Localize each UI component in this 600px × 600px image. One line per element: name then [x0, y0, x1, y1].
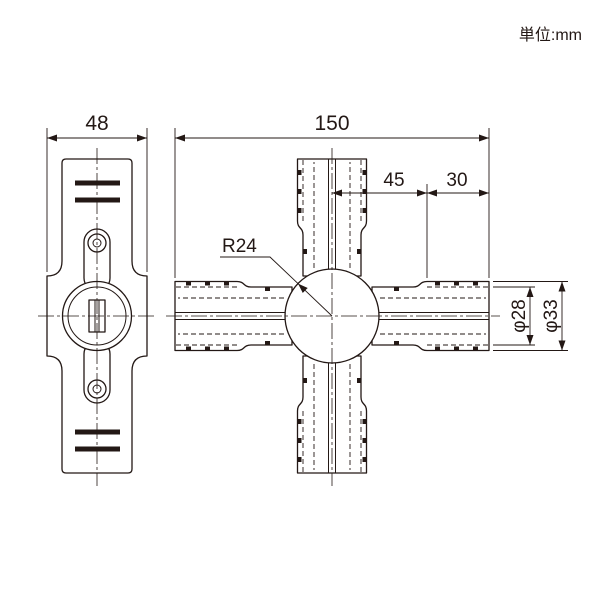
hub-radius-leader-tail — [220, 256, 299, 284]
overall-dimension-label: 150 — [314, 112, 349, 135]
hub-radius-label: R24 — [222, 236, 257, 257]
front-view: 150 45 30 R24 φ28 φ33 — [166, 112, 568, 486]
center-to-socket-dimension-label: 45 — [383, 170, 404, 191]
hub-radius-leader — [297, 283, 333, 317]
side-view: 48 — [38, 112, 157, 486]
side-width-dimension-label: 48 — [85, 112, 108, 135]
pipe-diameter-label: φ28 — [509, 299, 530, 332]
socket-diameter-label: φ33 — [541, 299, 562, 332]
socket-length-dimension-label: 30 — [446, 170, 467, 191]
unit-label: 単位:mm — [519, 26, 582, 44]
